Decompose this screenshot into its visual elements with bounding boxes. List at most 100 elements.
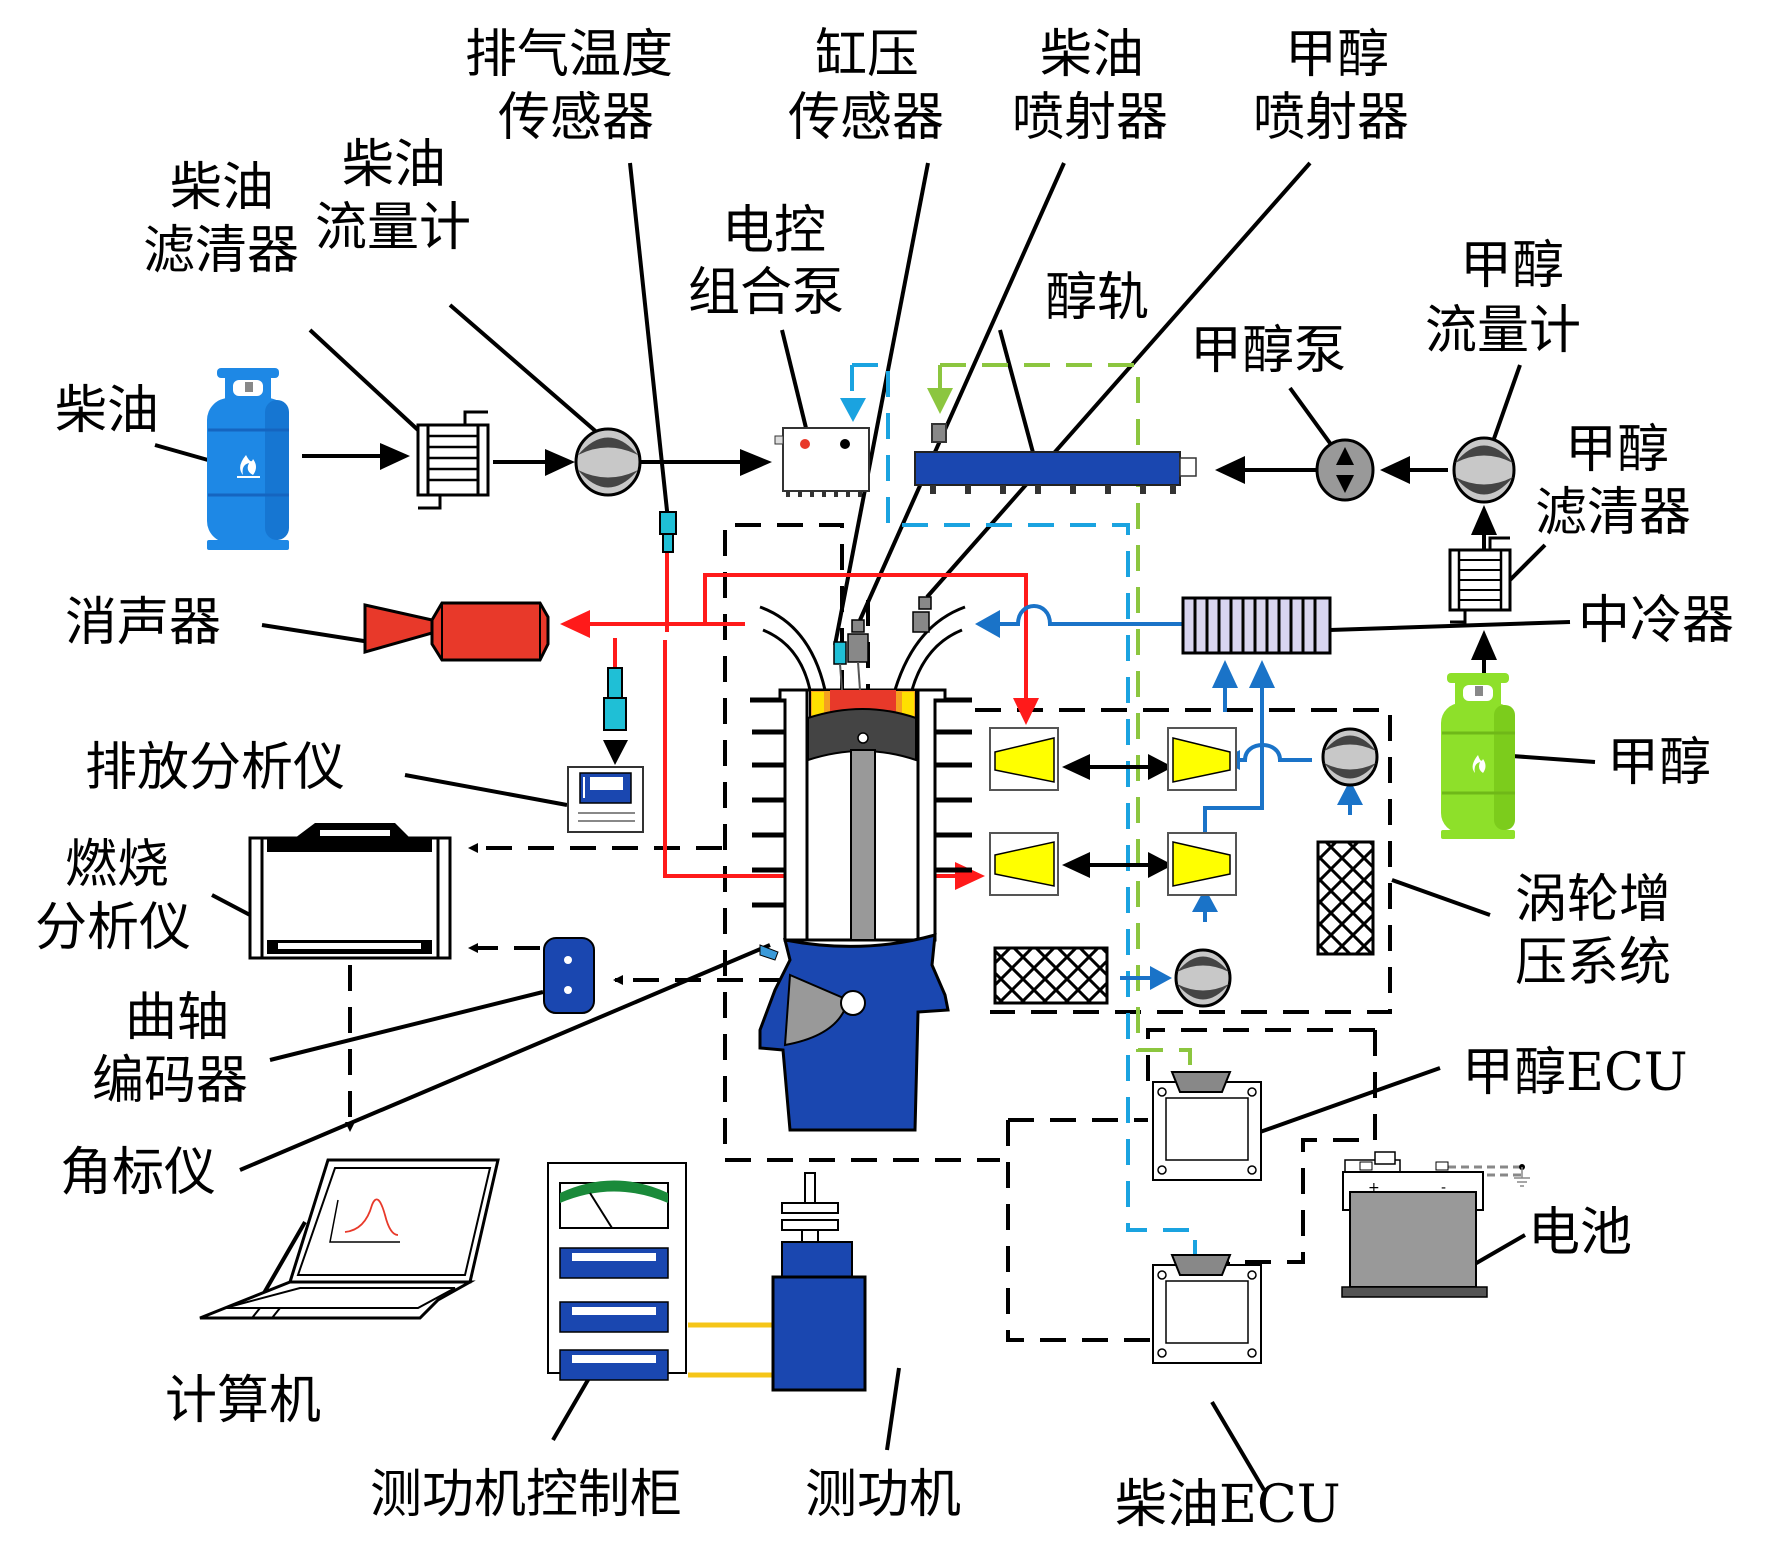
label-computer: 计算机 [165, 1371, 321, 1431]
diesel-tank-icon [207, 368, 289, 550]
leader-methanol-tank [1511, 754, 1596, 764]
label-diesel-filter-line2: 滤清器 [143, 221, 299, 281]
muffler-icon [363, 601, 550, 662]
leader-methanol-pump [1288, 386, 1337, 452]
air-flowmeter-bottom-icon [1174, 948, 1232, 1008]
emission-probe-icon [603, 667, 627, 731]
leader-turbo-system [1391, 878, 1491, 917]
label-methanol-flowmeter-line2: 流量计 [1425, 301, 1581, 361]
label-ecu-pump-line1: 电控 [722, 201, 826, 261]
label-exhaust-temp-sensor-line1: 排气温度 [465, 25, 673, 85]
compressor-upper-right-icon [1167, 727, 1237, 791]
methanol-flowmeter-icon [1452, 436, 1516, 504]
compressor-lower-right-icon [1167, 832, 1237, 896]
label-methanol-filter-line2: 滤清器 [1535, 483, 1691, 543]
leader-combustion-analyzer [211, 893, 251, 917]
dyno-cabinet-icon [547, 1162, 687, 1381]
label-turbo-system-line2: 压系统 [1515, 933, 1671, 993]
methanol-filter-icon [1448, 536, 1512, 624]
label-dyno-cabinet: 测功机控制柜 [370, 1465, 682, 1525]
label-diesel-tank: 柴油 [55, 381, 159, 441]
leader-dyno-cabinet [551, 1371, 594, 1442]
label-methanol-flowmeter-line1: 甲醇 [1460, 236, 1564, 296]
label-methanol-pump: 甲醇泵 [1190, 321, 1346, 381]
leader-intercooler [1329, 620, 1571, 632]
label-methanol-tank: 甲醇 [1607, 733, 1711, 793]
label-exhaust-temp-sensor-line2: 传感器 [498, 88, 654, 148]
methanol-fuel-line [1215, 456, 1497, 680]
label-diesel-injector-line2: 喷射器 [1012, 88, 1168, 148]
label-intercooler: 中冷器 [1578, 591, 1734, 651]
dynamometer-icon [771, 1172, 867, 1392]
label-emission-analyzer: 排放分析仪 [85, 738, 345, 798]
leader-diesel-ecu [1210, 1400, 1266, 1492]
cylinder-pressure-sensor-icon [833, 641, 847, 691]
intercooler-icon [1181, 596, 1332, 655]
leader-cylinder-pressure-sensor [833, 162, 930, 646]
label-ecu-pump-line2: 组合泵 [688, 263, 844, 323]
exhaust-temp-sensor-icon [659, 511, 677, 553]
label-angle-marker: 角标仪 [60, 1143, 216, 1203]
leader-diesel-filter [308, 328, 420, 432]
leader-computer [258, 1221, 307, 1301]
air-flowmeter-right-icon [1321, 727, 1379, 787]
label-crank-encoder-line1: 曲轴 [125, 988, 229, 1048]
leader-diesel-tank [154, 443, 216, 464]
battery-positive-terminal: + [1368, 1180, 1380, 1196]
engine-icon [750, 605, 972, 1132]
label-turbo-system-line1: 涡轮增 [1515, 870, 1671, 930]
battery-icon: + - [1341, 1151, 1530, 1298]
label-diesel-filter-line1: 柴油 [170, 158, 274, 218]
turbine-lower-left-icon [989, 832, 1059, 896]
leader-emission-analyzer [404, 773, 568, 807]
methanol-pump-icon [1315, 438, 1375, 502]
label-muffler: 消声器 [65, 593, 221, 653]
diesel-filter-icon [416, 410, 490, 510]
labels: 柴油 柴油 滤清器 柴油 流量计 排气温度 传感器 缸压 传感器 柴油 喷射器 … [35, 25, 1734, 1535]
leader-crank-encoder [269, 990, 544, 1062]
label-diesel-flowmeter-line2: 流量计 [315, 198, 471, 258]
intake-air-lines [975, 604, 1363, 990]
methanol-rail-icon [914, 423, 1197, 494]
crank-encoder-icon [543, 937, 595, 1014]
diesel-ecu-signal [852, 363, 1197, 1290]
methanol-ecu-icon [1152, 1071, 1262, 1181]
label-methanol-injector-line1: 甲醇 [1285, 25, 1389, 85]
leader-methanol-rail [998, 329, 1037, 461]
battery-negative-terminal: - [1441, 1180, 1446, 1196]
leader-diesel-injector [858, 162, 1066, 621]
leader-battery [1472, 1233, 1526, 1267]
methanol-injector-icon [912, 596, 932, 633]
label-diesel-flowmeter-line1: 柴油 [342, 135, 446, 195]
leader-methanol-ecu [1259, 1066, 1441, 1134]
turbo-system-icons [989, 727, 1379, 1008]
diesel-fuel-line [302, 443, 772, 476]
diesel-flowmeter-icon [574, 427, 642, 497]
computer-icon [199, 1158, 500, 1320]
label-methanol-rail: 醇轨 [1045, 268, 1149, 328]
leader-diesel-flowmeter [448, 303, 602, 437]
label-combustion-analyzer-line1: 燃烧 [65, 835, 169, 895]
label-methanol-injector-line2: 喷射器 [1253, 88, 1409, 148]
combustion-analyzer-icon [248, 823, 452, 960]
leader-angle-marker [239, 943, 771, 1172]
diesel-pump-signal-arrow [840, 398, 866, 422]
label-methanol-filter-line1: 甲醇 [1565, 420, 1669, 480]
ecu-signal-loop [1006, 1028, 1375, 1342]
leader-methanol-filter [1508, 543, 1547, 582]
air-filter-mesh-left-icon [993, 946, 1109, 1005]
leader-lines [154, 161, 1596, 1492]
methanol-tank-icon [1441, 673, 1515, 839]
label-battery: 电池 [1528, 1203, 1632, 1263]
diesel-injector-icon [847, 619, 869, 691]
leader-muffler [261, 623, 371, 644]
methanol-rail-signal-arrow [927, 388, 953, 414]
turbine-upper-left-icon [989, 727, 1059, 791]
label-diesel-ecu: 柴油ECU [1115, 1475, 1341, 1535]
ecu-pump-icon [774, 427, 870, 497]
leader-methanol-flowmeter [1488, 364, 1522, 451]
label-cylinder-pressure-sensor-line2: 传感器 [788, 88, 944, 148]
leader-ecu-pump [780, 329, 808, 429]
emission-sample-arrow [603, 740, 628, 765]
methanol-ecu-signal [940, 363, 1192, 1090]
